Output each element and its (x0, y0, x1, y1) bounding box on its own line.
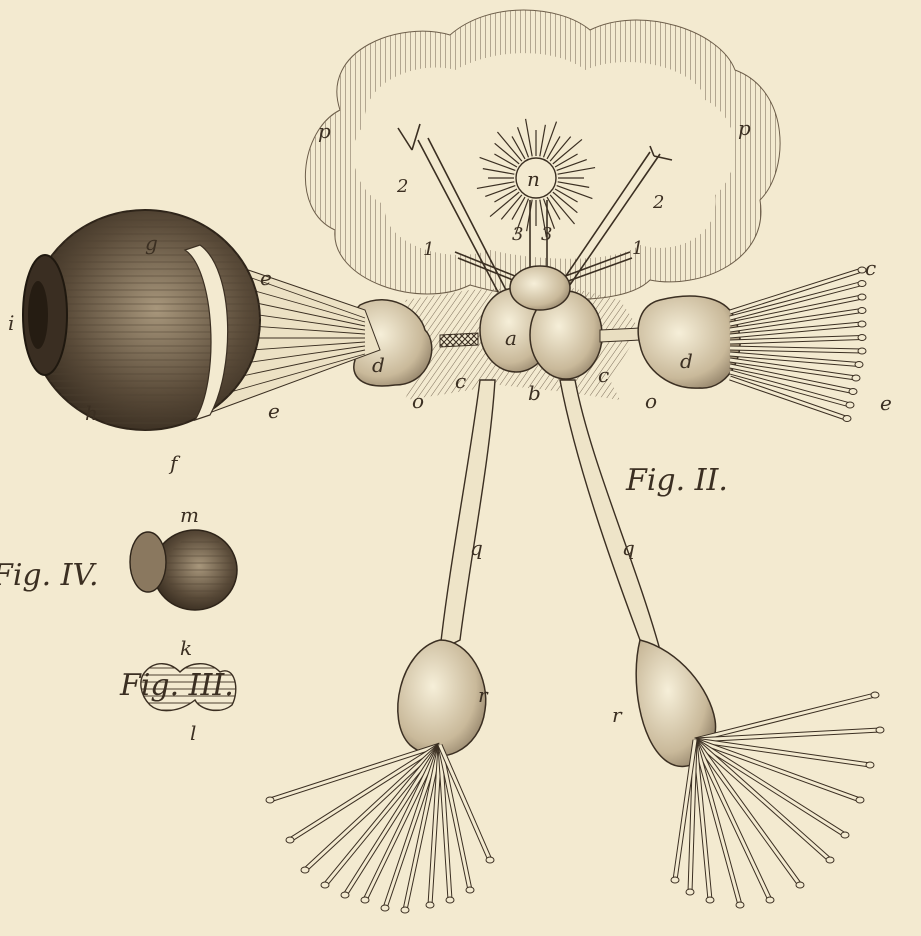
eye-bulb (23, 210, 380, 430)
fibres-right (730, 267, 866, 422)
membrane-p (305, 10, 780, 299)
caption-fig-iv: Fig. IV. (0, 558, 99, 593)
label-d-right: d (680, 349, 693, 373)
nerve-q-right (560, 380, 716, 766)
label-3-right: 3 (541, 224, 552, 245)
label-p-right: p (738, 116, 751, 140)
label-i: i (8, 311, 14, 335)
label-1-right: 1 (632, 238, 643, 259)
label-r-left: r (478, 683, 489, 707)
label-e-lower: e (268, 399, 280, 423)
label-n: n (527, 167, 540, 191)
label-a: a (505, 326, 517, 350)
label-2-right: 2 (652, 192, 664, 213)
fibres-lower (266, 692, 884, 913)
label-c-top: c (865, 256, 876, 280)
label-2-left: 2 (396, 176, 408, 197)
label-q-left: q (470, 536, 483, 560)
label-m: m (180, 503, 199, 527)
label-1-left: 1 (423, 239, 434, 260)
label-b: b (528, 381, 541, 405)
label-f: f (168, 451, 181, 475)
caption-fig-iii: Fig. III. (119, 668, 234, 703)
label-r-right: r (612, 703, 623, 727)
label-o-left: o (412, 389, 424, 413)
label-c-right: c (598, 363, 609, 387)
label-g: g (145, 231, 158, 255)
label-d-left: d (372, 353, 385, 377)
label-e-right: e (880, 391, 892, 415)
fig-iv-drawing (130, 530, 237, 610)
label-e-upper: e (260, 266, 272, 290)
label-p-left: p (318, 119, 331, 143)
label-h: h (85, 401, 98, 425)
label-c-left: c (455, 369, 466, 393)
caption-fig-ii: Fig. II. (625, 463, 728, 498)
label-3-left: 3 (512, 224, 523, 245)
label-q-right: q (622, 536, 635, 560)
label-k: k (180, 636, 192, 660)
label-l: l (190, 721, 196, 745)
label-o-right: o (645, 389, 657, 413)
